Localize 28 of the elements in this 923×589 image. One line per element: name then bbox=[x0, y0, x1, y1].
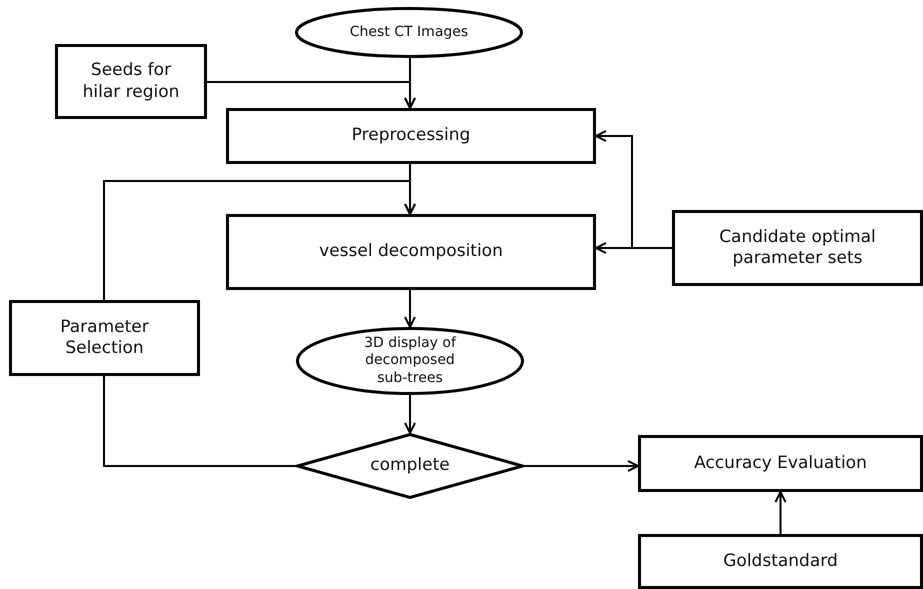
terminal-ellipse bbox=[295, 7, 523, 58]
node-label: Seeds for hilar region bbox=[82, 60, 180, 103]
node-label: complete bbox=[370, 455, 450, 477]
node-label: Accuracy Evaluation bbox=[694, 452, 867, 474]
node-label: Goldstandard bbox=[723, 550, 838, 572]
process-box bbox=[9, 300, 200, 376]
arrow bbox=[404, 395, 416, 434]
process-box bbox=[226, 214, 596, 290]
arrow bbox=[595, 242, 672, 254]
terminal-ellipse bbox=[296, 327, 524, 395]
arrow bbox=[524, 460, 639, 472]
node-label: Parameter Selection bbox=[59, 316, 150, 360]
node-label: 3D display of decomposed sub-trees bbox=[363, 334, 458, 388]
process-box bbox=[226, 108, 596, 164]
arrow bbox=[103, 180, 416, 300]
node-label: Candidate optimal parameter sets bbox=[718, 226, 877, 270]
process-box bbox=[55, 44, 207, 119]
arrow bbox=[404, 290, 416, 328]
node-label: Chest CT Images bbox=[350, 24, 468, 42]
decision-diamond bbox=[296, 433, 524, 499]
process-box bbox=[638, 435, 923, 492]
connector-line bbox=[103, 376, 296, 467]
arrow bbox=[774, 491, 786, 534]
node-label: Preprocessing bbox=[352, 125, 470, 147]
process-box bbox=[672, 210, 923, 286]
node-label: vessel decomposition bbox=[319, 241, 503, 263]
process-box bbox=[638, 534, 923, 589]
arrow bbox=[207, 81, 416, 109]
